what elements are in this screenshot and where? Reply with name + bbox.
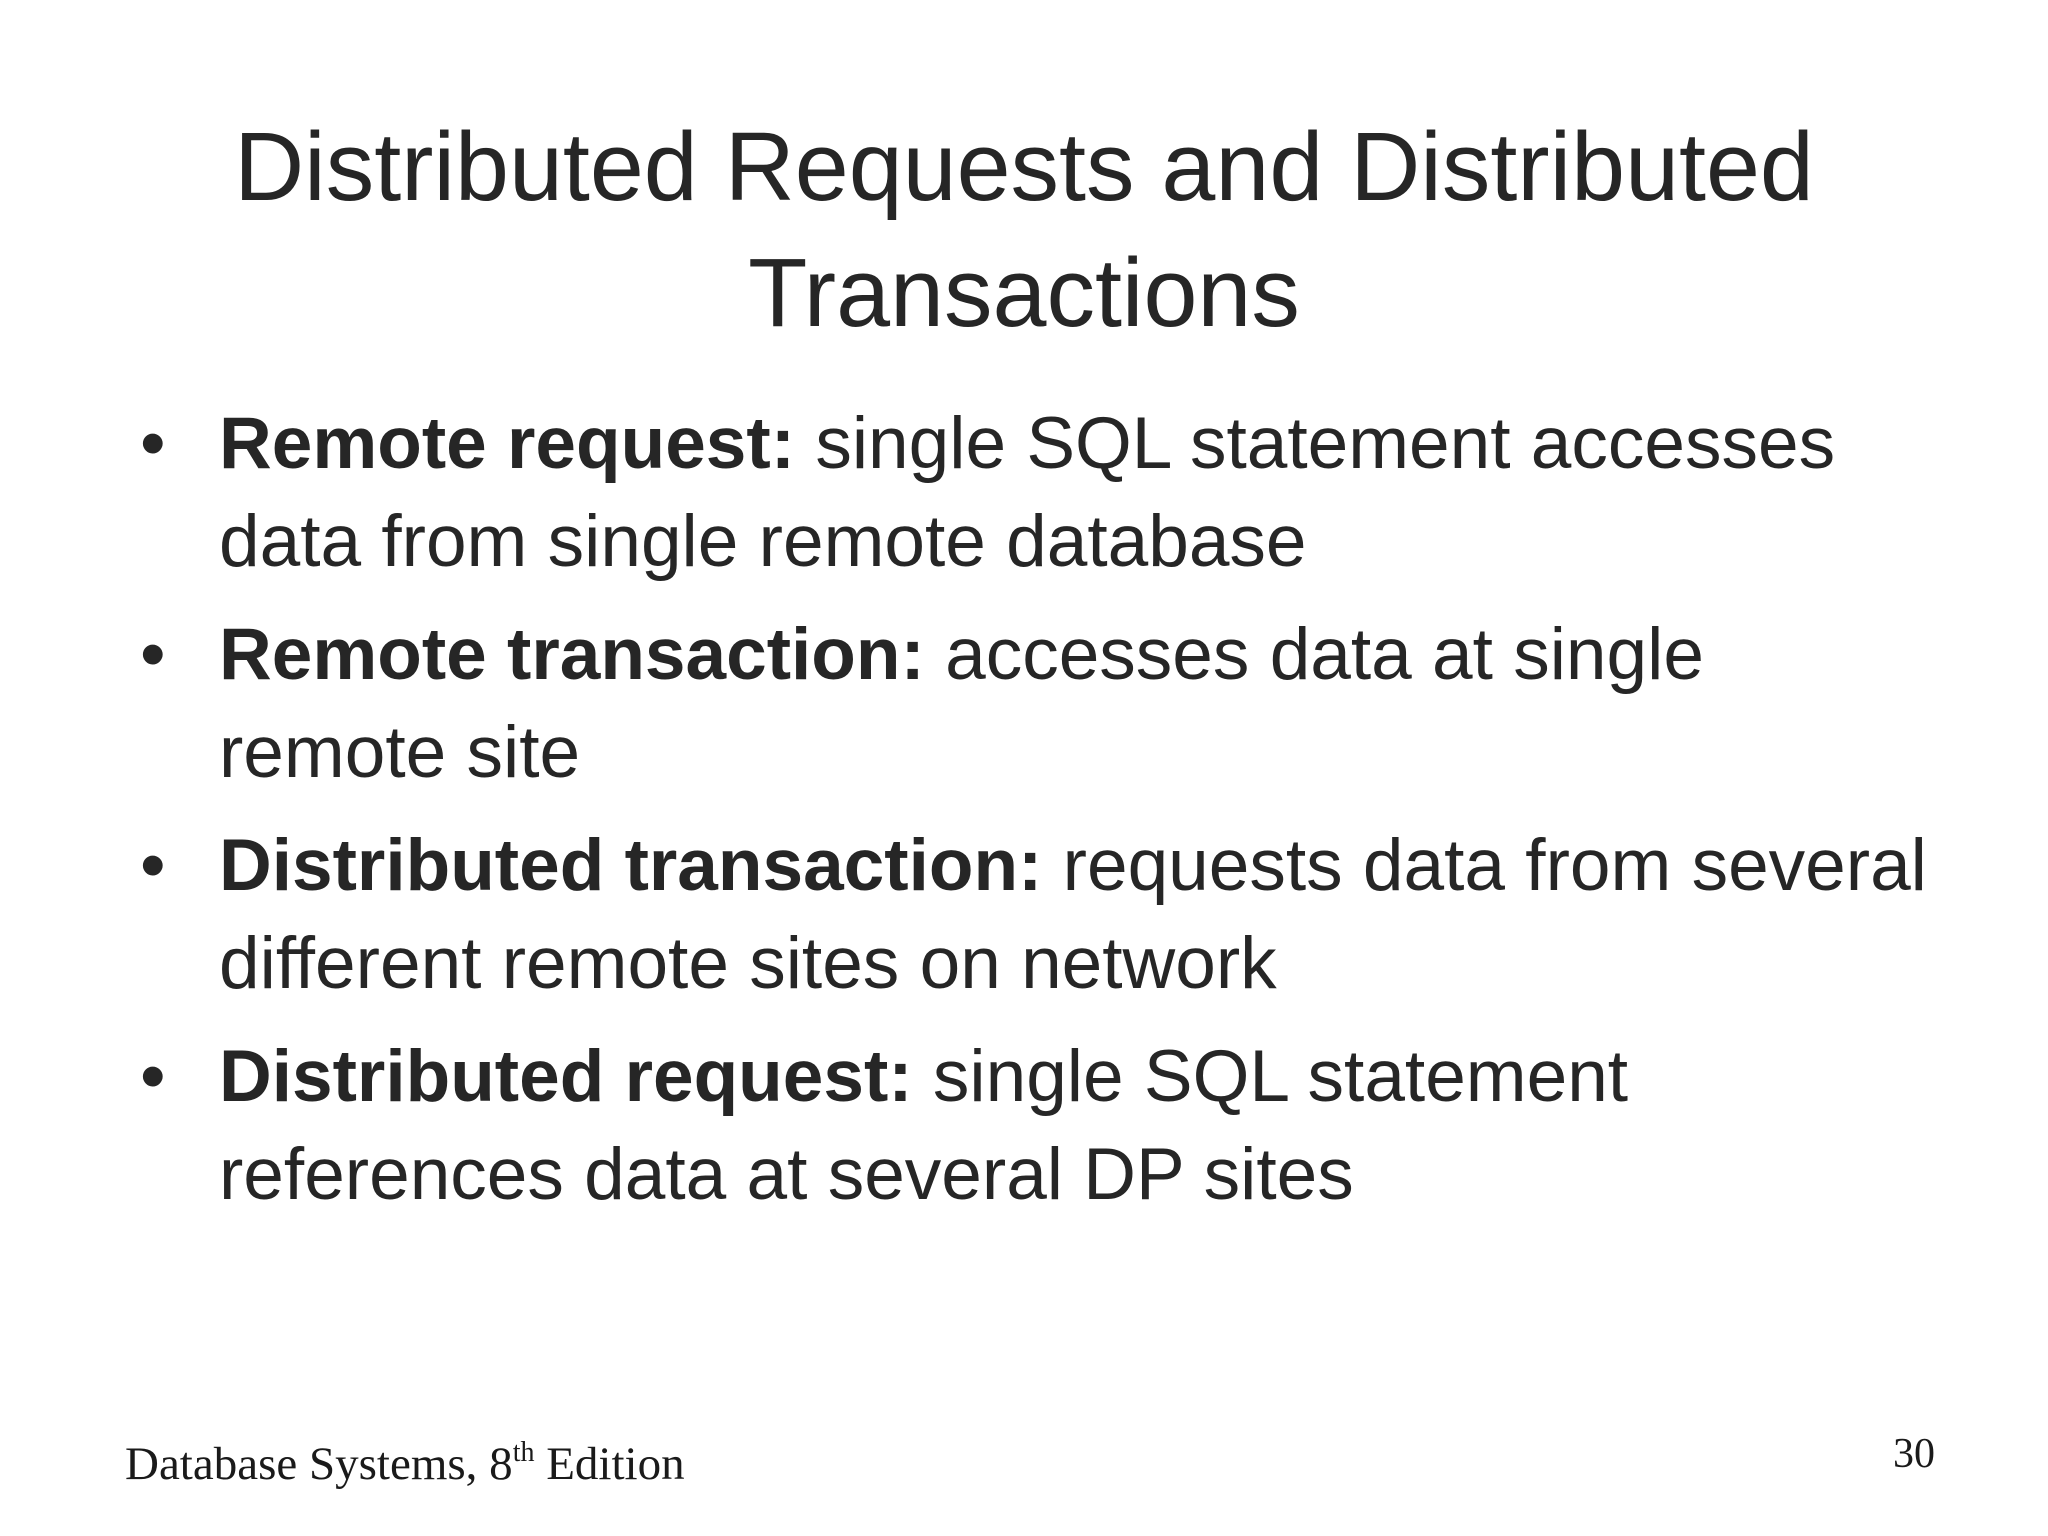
bullet-description: requests data from several different rem… <box>219 825 1927 1004</box>
slide-title: Distributed Requests and Distributed Tra… <box>0 104 2048 356</box>
bullet-marker: • <box>140 403 166 484</box>
footer-book-suffix: Edition <box>546 1438 685 1490</box>
bullet-item: • Remote transaction: accesses data at s… <box>140 606 1940 802</box>
slide-title-line-1: Distributed Requests and Distributed <box>234 112 1814 221</box>
bullet-term: Remote transaction: <box>219 614 925 695</box>
bullet-term: Distributed request: <box>219 1036 913 1117</box>
page-number: 30 <box>1893 1431 1935 1477</box>
bullet-item: • Remote request: single SQL statement a… <box>140 395 1940 591</box>
bullet-item: • Distributed transaction: requests data… <box>140 817 1940 1013</box>
slide-title-line-2: Transactions <box>748 238 1300 347</box>
bullet-description: single SQL statement accesses data from … <box>219 403 1836 582</box>
bullet-description: single SQL statement references data at … <box>219 1036 1629 1215</box>
bullet-list: • Remote request: single SQL statement a… <box>140 395 1940 1239</box>
bullet-description: accesses data at single remote site <box>219 614 1704 793</box>
bullet-term: Remote request: <box>219 403 796 484</box>
bullet-marker: • <box>140 1036 166 1117</box>
bullet-term: Distributed transaction: <box>219 825 1043 906</box>
bullet-item: • Distributed request: single SQL statem… <box>140 1028 1940 1224</box>
footer-book-title: Database Systems, 8th Edition <box>125 1435 685 1493</box>
footer-book-superscript: th <box>512 1437 535 1468</box>
bullet-marker: • <box>140 825 166 906</box>
footer-book-prefix: Database Systems, 8 <box>125 1438 513 1490</box>
bullet-marker: • <box>140 614 166 695</box>
